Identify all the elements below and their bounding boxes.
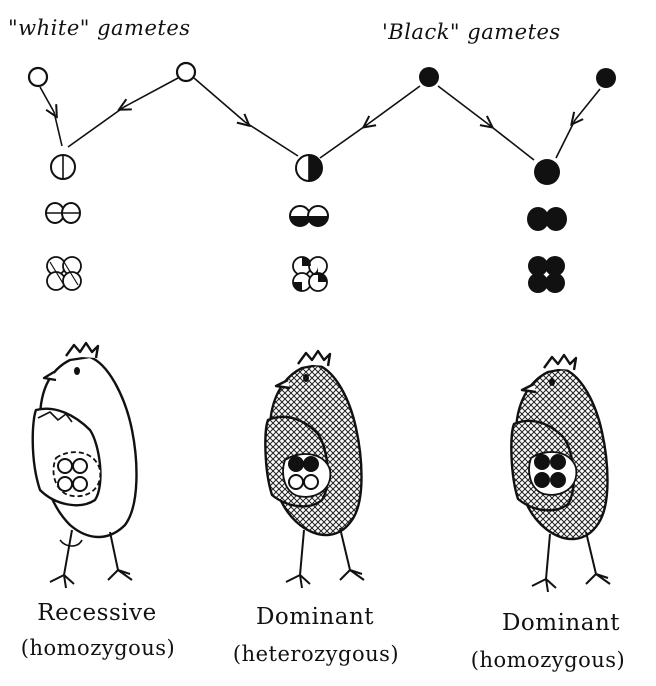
hen-recessive — [33, 343, 137, 588]
white-gametes-header: "white" gametes — [8, 16, 191, 40]
caption-recessive: Recessive — [0, 600, 202, 626]
zygote-white-white — [51, 155, 75, 179]
two-cell-stage-2 — [290, 206, 328, 226]
gamete-black-1 — [419, 67, 439, 87]
zygote-white-black — [296, 155, 322, 181]
gamete-black-2 — [596, 68, 616, 88]
zygote-black-black — [534, 159, 560, 185]
four-cell-stage-1 — [47, 257, 81, 290]
caption-recessive-sub: (homozygous) — [0, 636, 208, 660]
four-cell-stage-3 — [528, 256, 565, 293]
black-gametes-header: 'Black" gametes — [382, 20, 561, 44]
caption-dominant-heterozygous: Dominant — [210, 604, 420, 630]
four-cell-stage-2 — [293, 257, 327, 291]
caption-dominant-homozygous: Dominant — [456, 610, 656, 636]
hen-dominant-heterozygous — [265, 351, 364, 588]
gamete-white-1 — [29, 68, 47, 86]
caption-dominant-heterozygous-sub: (heterozygous) — [206, 642, 426, 666]
two-cell-stage-3 — [527, 207, 567, 231]
two-cell-stage-1 — [46, 203, 80, 223]
hen-dominant-homozygous — [511, 355, 610, 592]
gamete-white-2 — [177, 63, 195, 81]
arrow-lines — [40, 78, 600, 160]
caption-dominant-homozygous-sub: (homozygous) — [438, 648, 656, 672]
